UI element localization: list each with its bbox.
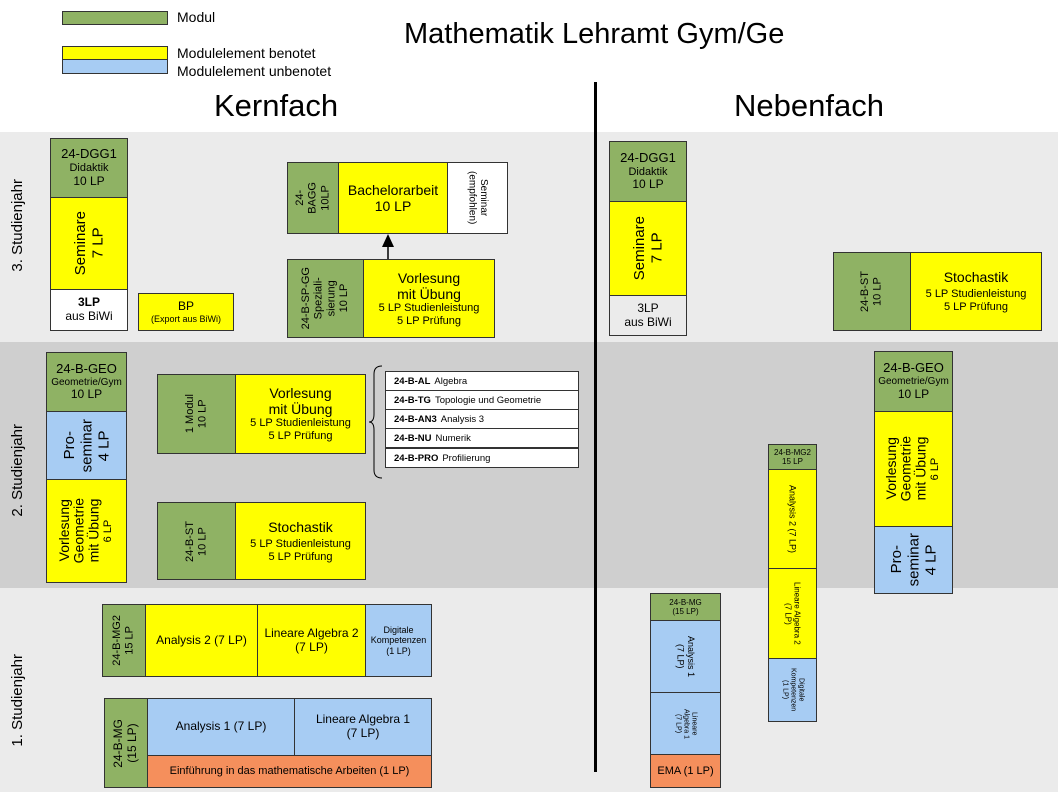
heading-nebenfach: Nebenfach — [734, 88, 884, 123]
kern-stochastik: Stochastik 5 LP Studienleistung 5 LP Prü… — [235, 502, 366, 580]
kern-mg-module: 24-B-MG(15 LP) — [104, 698, 148, 788]
neben-mg2-linalg: Lineare Algebra 2(7 LP) — [768, 568, 817, 659]
vertical-divider — [594, 82, 597, 772]
heading-kernfach: Kernfach — [214, 88, 339, 123]
legend-modul-swatch — [62, 11, 168, 25]
page-title: Mathematik Lehramt Gym/Ge — [404, 18, 785, 50]
kern-wahl-vorlesung: Vorlesung mit Übung 5 LP Studienleistung… — [235, 374, 366, 454]
kern-spgg-vorlesung: Vorlesung mit Übung 5 LP Studienleistung… — [363, 259, 495, 338]
kern-mg-linalg: Lineare Algebra 1 (7 LP) — [294, 698, 432, 756]
neben-biwi: 3LP aus BiWi — [609, 295, 687, 336]
neben-mg2-module: 24-B-MG2 15 LP — [768, 444, 817, 470]
neben-ema: EMA (1 LP) — [650, 754, 721, 788]
neben-geo-module: 24-B-GEO Geometrie/Gym 10 LP — [874, 351, 953, 412]
year-label-2: 2. Studienjahr — [8, 423, 26, 517]
year-label-3: 3. Studienjahr — [8, 178, 26, 272]
kern-seminar-empfohlen: Seminar(empfohlen) — [447, 162, 508, 234]
legend-benotet-swatch — [62, 46, 168, 60]
kern-bachelorarbeit: Bachelorarbeit 10 LP — [338, 162, 448, 234]
brace-icon — [368, 365, 383, 479]
legend-unbenotet-swatch — [62, 60, 168, 74]
legend-unbenotet-label: Modulelement unbenotet — [177, 63, 332, 79]
neben-mg-analysis: Analysis 1(7 LP) — [650, 620, 721, 693]
kern-biwi: 3LP aus BiWi — [50, 289, 128, 331]
kern-mg-analysis: Analysis 1 (7 LP) — [147, 698, 295, 756]
legend-modul-label: Modul — [177, 9, 216, 25]
neben-dgg1-module: 24-DGG1 Didaktik 10 LP — [609, 141, 687, 202]
arrow-to-bachelorarbeit — [382, 234, 394, 260]
kern-bp: BP (Export aus BiWi) — [138, 293, 234, 331]
neben-mg-module: 24-B-MG (15 LP) — [650, 593, 721, 621]
kern-dgg1-module: 24-DGG1 Didaktik 10 LP — [50, 138, 128, 198]
legend-benotet-label: Modulelement benotet — [177, 45, 316, 61]
year-label-1: 1. Studienjahr — [8, 653, 26, 747]
neben-stochastik: Stochastik 5 LP Studienleistung 5 LP Prü… — [910, 252, 1042, 331]
kern-geo-module: 24-B-GEO Geometrie/Gym 10 LP — [46, 352, 127, 412]
kern-mg2-linalg: Lineare Algebra 2 (7 LP) — [257, 604, 366, 677]
kern-digitale-kompetenzen: Digitale Kompetenzen (1 LP) — [365, 604, 432, 677]
kern-ema: Einführung in das mathematische Arbeiten… — [147, 755, 432, 788]
neben-mg2-analysis: Analysis 2 (7 LP) — [768, 469, 817, 569]
kern-mg2-analysis: Analysis 2 (7 LP) — [145, 604, 258, 677]
